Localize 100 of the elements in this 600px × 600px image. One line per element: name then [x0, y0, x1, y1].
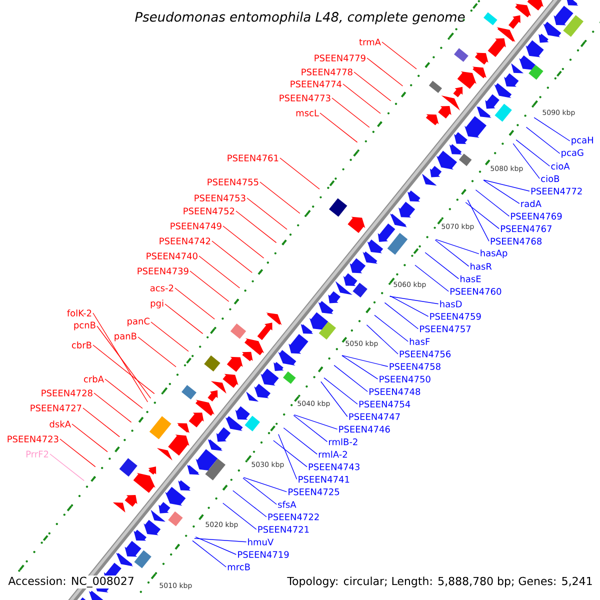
- leader-line: [332, 98, 370, 128]
- gene-label: PSEEN4739: [138, 268, 188, 274]
- leader-line: [342, 355, 378, 380]
- leader-line: [366, 324, 398, 354]
- leader-line: [150, 322, 189, 352]
- leader-line: [434, 240, 470, 267]
- leader-line: [222, 502, 257, 530]
- gene-label: PSEEN4774: [290, 80, 342, 88]
- gene-label: hasD: [440, 300, 462, 308]
- leader-line: [260, 182, 300, 214]
- gene-label: PSEEN4769: [511, 212, 562, 220]
- leader-line: [384, 302, 419, 330]
- gene-label: PSEEN4747: [349, 413, 400, 420]
- gene-label: PrrF2: [26, 450, 48, 458]
- leader-line: [435, 239, 480, 254]
- leader-line: [138, 336, 176, 368]
- gene-label: cioB: [541, 175, 560, 182]
- gene-label: PSEEN4760: [450, 288, 502, 295]
- leader-line: [483, 180, 520, 204]
- leader-line: [92, 344, 155, 394]
- gene-label: PSEEN4772: [531, 188, 582, 194]
- gene-label: folK-2: [67, 310, 92, 316]
- leader-line: [512, 143, 540, 179]
- leader-line: [389, 296, 439, 304]
- gene-label: pcnB: [74, 322, 96, 330]
- gene-label: acs-2: [150, 284, 174, 292]
- leader-line: [390, 296, 429, 317]
- gene-label: crbA: [84, 376, 104, 382]
- leader-line: [212, 240, 252, 273]
- gene-label: PSEEN4759: [430, 313, 481, 320]
- leader-line: [82, 408, 120, 438]
- leader-line: [374, 314, 408, 342]
- leader-line: [516, 139, 550, 166]
- gene-label: panC: [128, 318, 150, 326]
- gene-label: PSEEN4741: [298, 476, 350, 483]
- gene-label: PSEEN4742: [160, 238, 210, 244]
- leader-line: [198, 256, 240, 288]
- leader-line: [320, 112, 358, 143]
- title: Pseudomonas entomophila L48, complete genome: [135, 12, 465, 24]
- gene-label: PSEEN4755: [208, 178, 258, 186]
- gene-label: PSEEN4723: [8, 436, 58, 442]
- gene-label: rmlA-2: [318, 450, 347, 458]
- gene-label: dskA: [50, 420, 71, 428]
- leader-line: [92, 312, 148, 402]
- gene-label: hasE: [460, 275, 481, 282]
- gene-label: cbrB: [72, 342, 92, 348]
- leader-line: [243, 477, 288, 492]
- gene-label: PSEEN4773: [280, 94, 330, 102]
- gene-label: PSEEN4754: [359, 400, 410, 408]
- gene-label: radA: [521, 200, 542, 208]
- gene-label: mscL: [296, 110, 319, 116]
- gene-label: PSEEN4753: [194, 194, 246, 202]
- gene-label: hasF: [410, 338, 430, 345]
- leader-line: [475, 190, 510, 217]
- gene-label: PSEEN4778: [302, 68, 352, 76]
- leader-line: [246, 198, 288, 230]
- gene-label: PSEEN4728: [42, 390, 92, 396]
- gene-label: PSEEN4752: [184, 208, 234, 214]
- leader-line: [320, 381, 348, 417]
- leader-line: [366, 58, 404, 86]
- gene-label: PSEEN4746: [339, 426, 390, 433]
- leader-line: [192, 540, 226, 568]
- genome-info-text: Topology: circular; Length: 5,888,780 bp; Genes: 5,241: [286, 576, 594, 588]
- gene-label: cioA: [551, 162, 570, 170]
- leader-line: [280, 158, 320, 190]
- leader-line: [534, 117, 570, 142]
- leader-line: [334, 364, 368, 392]
- leader-line: [96, 326, 152, 399]
- gene-label: PSEEN4768: [490, 238, 542, 245]
- gene-label: PSEEN4761: [228, 154, 278, 162]
- gene-label: PSEEN4757: [420, 326, 471, 332]
- leader-line: [164, 304, 204, 334]
- leader-line: [242, 478, 277, 505]
- gene-label: PSEEN4722: [268, 514, 319, 520]
- gene-label: PSEEN4727: [30, 404, 82, 412]
- leader-line: [190, 270, 230, 302]
- leader-line: [324, 377, 358, 404]
- gene-label: PSEEN4758: [390, 363, 440, 370]
- leader-line: [104, 378, 143, 409]
- leader-line: [465, 202, 500, 230]
- leader-line: [293, 415, 328, 442]
- gene-label: pcaG: [562, 149, 584, 158]
- gene-label: pgi: [150, 300, 164, 308]
- leader-line: [424, 252, 460, 280]
- leader-line: [232, 490, 267, 518]
- gene-label: PSEEN4740: [146, 252, 198, 260]
- leader-line: [526, 126, 560, 154]
- leader-line: [273, 440, 308, 468]
- gene-label: rmlB-2: [329, 438, 358, 446]
- gene-label: PSEEN4779: [314, 54, 366, 62]
- leader-line: [195, 536, 237, 555]
- leader-line: [236, 210, 277, 244]
- leader-line: [382, 42, 417, 70]
- leader-line: [278, 434, 298, 480]
- gene-label: panB: [114, 332, 136, 342]
- leader-line: [72, 424, 108, 452]
- leader-line: [283, 428, 318, 455]
- gene-label: pcaH: [572, 136, 593, 146]
- gene-label: PSEEN4767: [501, 225, 552, 232]
- leader-line: [50, 454, 84, 482]
